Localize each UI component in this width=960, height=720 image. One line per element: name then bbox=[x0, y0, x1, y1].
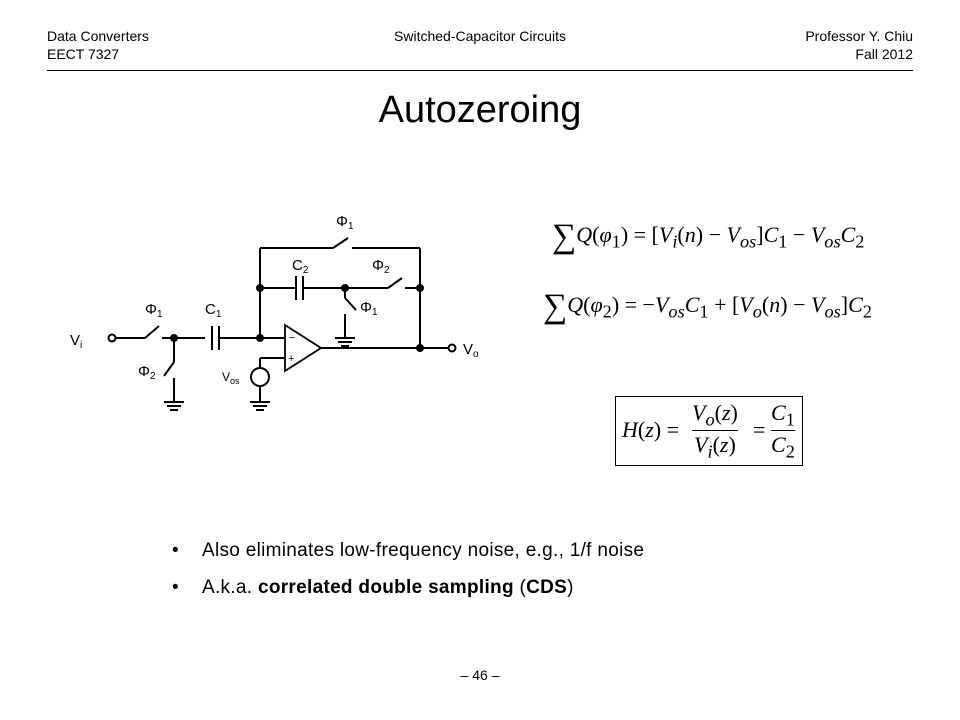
bullet-cds-prefix: A.k.a. bbox=[202, 577, 258, 598]
bullet-list: • Also eliminates low-frequency noise, e… bbox=[172, 532, 644, 606]
bullet-noise-text: Also eliminates low-frequency noise, e.g… bbox=[202, 540, 645, 561]
semester: Fall 2012 bbox=[855, 46, 913, 62]
bullet-cds-mid: ( bbox=[513, 577, 527, 598]
opamp-minus: − bbox=[289, 332, 295, 344]
charge-equation-phi1: ∑Q(φ1) = [Vi(n) − Vos]C1 − VosC2 bbox=[552, 218, 865, 255]
vo-over-vi: Vo(z) Vi(z) bbox=[692, 400, 738, 466]
vos-label: Vos bbox=[222, 370, 240, 386]
equals-sign: = bbox=[753, 417, 766, 442]
bullet-cds-acronym: CDS bbox=[526, 577, 568, 598]
phi2-feedback-label: Φ2 bbox=[372, 257, 390, 276]
opamp-plus: + bbox=[288, 353, 294, 365]
phi1-feedback-label: Φ1 bbox=[336, 213, 354, 232]
c1-label: C1 bbox=[205, 301, 222, 320]
bullet-dot: • bbox=[172, 577, 179, 598]
header-topic: Switched-Capacitor Circuits bbox=[394, 28, 566, 44]
bullet-dot: • bbox=[172, 540, 179, 561]
charge-equation-phi2: ∑Q(φ2) = −VosC1 + [Vo(n) − Vos]C2 bbox=[543, 288, 872, 325]
bullet-cds-suffix: ) bbox=[567, 577, 574, 598]
bullet-cds: • A.k.a. correlated double sampling (CDS… bbox=[172, 569, 644, 606]
header-left: Data Converters EECT 7327 bbox=[47, 27, 149, 63]
header-rule bbox=[47, 70, 913, 71]
course-name: Data Converters bbox=[47, 28, 149, 44]
phi1-reset-label: Φ1 bbox=[360, 299, 378, 318]
phi1-input-label: Φ1 bbox=[145, 301, 163, 320]
slide-title: Autozeroing bbox=[378, 89, 582, 131]
professor-name: Professor Y. Chiu bbox=[805, 28, 913, 44]
transfer-function: H(z) = bbox=[622, 417, 680, 442]
transfer-function-box: H(z) = Vo(z) Vi(z) = C1 C2 bbox=[615, 396, 803, 466]
input-label: Vi bbox=[70, 332, 82, 351]
c1-over-c2: C1 C2 bbox=[771, 400, 795, 466]
bullet-noise: • Also eliminates low-frequency noise, e… bbox=[172, 532, 644, 569]
c2-label: C2 bbox=[292, 257, 309, 276]
bullet-cds-bold: correlated double sampling bbox=[257, 577, 514, 598]
output-label: Vo bbox=[463, 341, 479, 360]
course-code: EECT 7327 bbox=[47, 46, 120, 62]
header-right: Professor Y. Chiu Fall 2012 bbox=[805, 27, 913, 63]
phi2-ground-label: Φ2 bbox=[138, 363, 156, 382]
page-number: – 46 – bbox=[460, 667, 500, 683]
